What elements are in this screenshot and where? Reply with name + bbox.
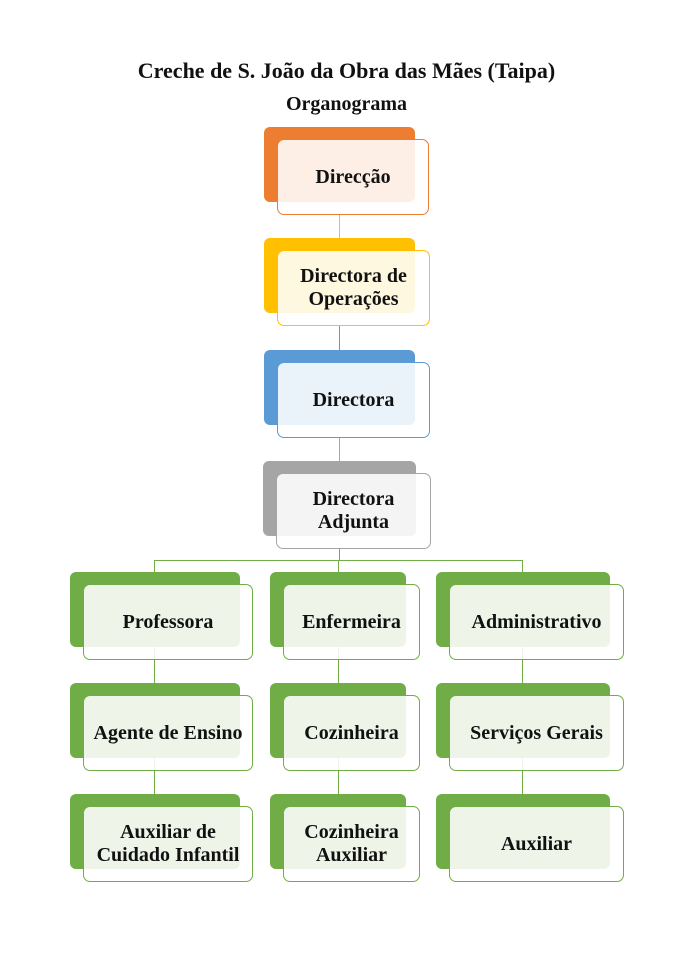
node-label: Auxiliar de Cuidado Infantil xyxy=(96,821,240,866)
node-label: Directora Adjunta xyxy=(312,488,395,533)
document-title: Creche de S. João da Obra das Mães (Taip… xyxy=(137,58,556,83)
node-label: Serviços Gerais xyxy=(470,721,603,744)
node-administrativo: Administrativo xyxy=(449,584,624,660)
node-label: Cozinheira Auxiliar xyxy=(304,821,399,866)
node-auxiliar: Auxiliar xyxy=(449,806,624,882)
node-operacoes: Directora de Operações xyxy=(277,250,430,326)
node-label: Agente de Ensino xyxy=(93,721,243,744)
node-directora: Directora xyxy=(277,362,430,438)
node-cozinheira: Cozinheira xyxy=(283,695,420,771)
node-professora: Professora xyxy=(83,584,253,660)
node-direccao: Direcção xyxy=(277,139,429,215)
node-label: Professora xyxy=(122,610,214,633)
node-label: Cozinheira xyxy=(304,721,399,744)
connector xyxy=(339,215,340,250)
node-cozinheira_aux: Cozinheira Auxiliar xyxy=(283,806,420,882)
connector xyxy=(339,549,340,560)
connector xyxy=(339,326,340,362)
node-enfermeira: Enfermeira xyxy=(283,584,420,660)
node-label: Auxiliar xyxy=(500,832,573,855)
node-label: Directora de Operações xyxy=(300,265,407,310)
node-adjunta: Directora Adjunta xyxy=(276,473,431,549)
node-label: Administrativo xyxy=(471,610,602,633)
node-agente: Agente de Ensino xyxy=(83,695,253,771)
node-auxiliar_cuidado: Auxiliar de Cuidado Infantil xyxy=(83,806,253,882)
document-subtitle: Organograma xyxy=(285,93,408,115)
node-label: Directora xyxy=(312,388,395,411)
node-servicos: Serviços Gerais xyxy=(449,695,624,771)
connector xyxy=(339,438,340,473)
node-label: Direcção xyxy=(315,165,391,188)
node-label: Enfermeira xyxy=(302,610,401,633)
